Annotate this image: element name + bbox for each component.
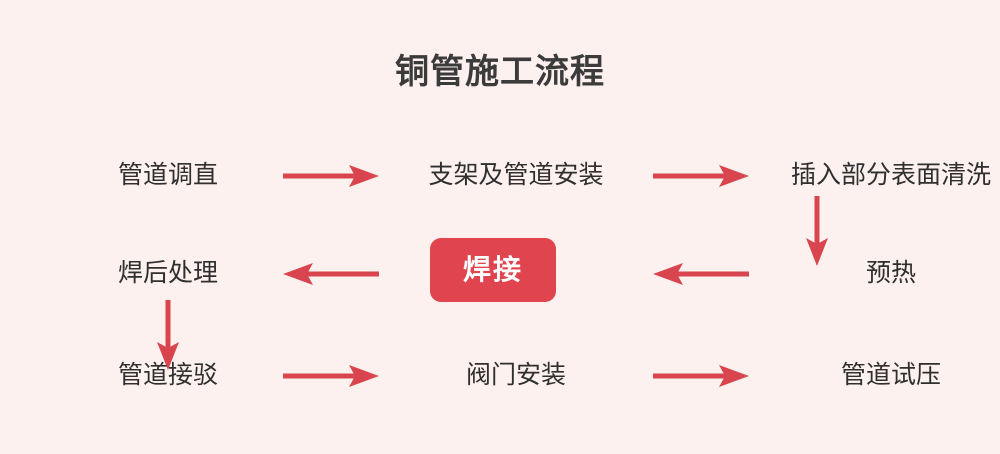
- flow-node-guandaojiebo[interactable]: 管道接驳: [117, 361, 218, 390]
- flow-arrow-n7-n8: [266, 363, 396, 389]
- flow-node-hanjie-highlight[interactable]: 焊接: [430, 238, 556, 302]
- arrow-down-icon-n3-n4: [806, 196, 828, 266]
- flow-node-yure[interactable]: 预热: [865, 259, 916, 288]
- arrow-right-icon: [653, 165, 749, 187]
- arrow-right-icon: [653, 365, 749, 387]
- flow-arrow-n2-n3: [636, 163, 766, 189]
- page-title: 铜管施工流程: [395, 53, 605, 91]
- flow-node-guandaotiaozhi[interactable]: 管道调直: [117, 161, 218, 190]
- flow-arrow-n5-n6: [266, 261, 396, 287]
- arrow-right-icon: [283, 365, 379, 387]
- flow-arrow-n1-n2: [266, 163, 396, 189]
- arrow-left-icon: [653, 263, 749, 285]
- flow-node-famenanzhuang[interactable]: 阀门安装: [465, 361, 566, 390]
- flow-node-hanhouchuli[interactable]: 焊后处理: [117, 259, 218, 288]
- flow-row-3: 管道接驳 阀门安装 管道试压: [0, 348, 1000, 404]
- flow-node-charubufenbiaomianqingxi[interactable]: 插入部分表面清洗: [790, 161, 991, 190]
- flow-row-1: 管道调直 支架及管道安装 插入部分表面清洗: [0, 148, 1000, 204]
- arrow-right-icon: [283, 165, 379, 187]
- flow-row-2: 焊后处理 预热: [0, 242, 1000, 306]
- flow-node-zhijiajiguandaoanzhuang[interactable]: 支架及管道安装: [428, 161, 604, 190]
- flow-arrow-n4-n5: [636, 261, 766, 287]
- flow-arrow-n8-n9: [636, 363, 766, 389]
- arrow-left-icon: [283, 263, 379, 285]
- flow-node-guandaoshiya[interactable]: 管道试压: [840, 361, 941, 390]
- arrow-down-icon-n6-n7: [157, 300, 179, 370]
- flow-node-hanjie-label: 焊接: [462, 254, 523, 285]
